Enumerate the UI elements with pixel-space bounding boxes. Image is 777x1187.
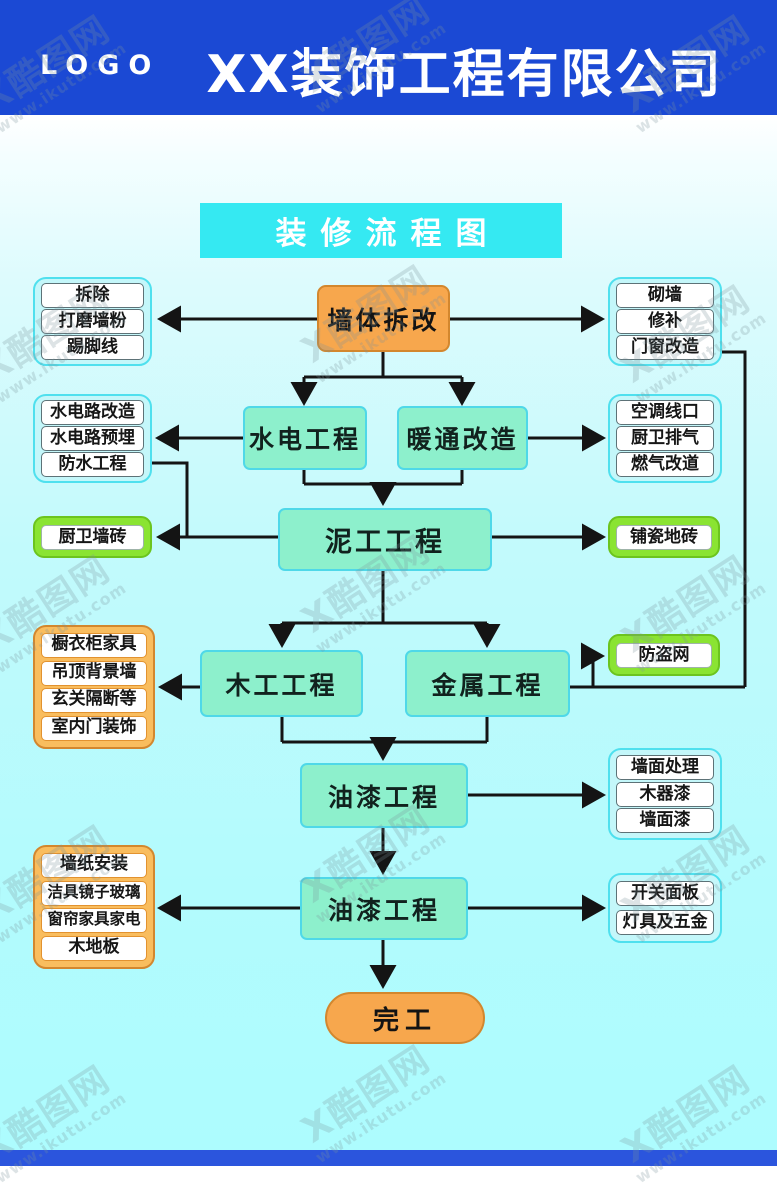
group-item: 灯具及五金	[616, 909, 714, 935]
group-item: 水电路改造	[41, 400, 144, 425]
group-install-right: 开关面板 灯具及五金	[608, 873, 722, 943]
group-item: 墙面漆	[616, 808, 714, 834]
group-plumbing-left: 水电路改造 水电路预埋 防水工程	[33, 394, 152, 483]
group-item: 洁具镜子玻璃	[41, 880, 147, 906]
node-metal: 金属工程	[405, 650, 570, 717]
node-finished: 完工	[325, 992, 485, 1044]
group-demolition-left: 拆除 打磨墙粉 踢脚线	[33, 277, 152, 366]
group-item: 燃气改道	[616, 452, 714, 477]
node-hvac: 暖通改造	[397, 406, 528, 470]
group-item: 木地板	[41, 936, 147, 962]
group-item: 墙纸安装	[41, 852, 147, 878]
company-name: XX装饰工程有限公司	[206, 45, 723, 105]
group-item: 橱衣柜家具	[41, 632, 147, 658]
group-item: 修补	[616, 309, 714, 334]
group-carpentry-left: 橱衣柜家具 吊顶背景墙 玄关隔断等 室内门装饰	[33, 625, 155, 749]
group-item: 打磨墙粉	[41, 309, 144, 334]
node-plumbing-electric: 水电工程	[243, 406, 367, 470]
group-item: 吊顶背景墙	[41, 660, 147, 686]
group-install-left: 墙纸安装 洁具镜子玻璃 窗帘家具家电 木地板	[33, 845, 155, 969]
group-item: 室内门装饰	[41, 716, 147, 742]
node-paint-1: 油漆工程	[300, 763, 468, 828]
group-item: 砌墙	[616, 283, 714, 308]
node-carpentry: 木工工程	[200, 650, 363, 717]
group-masonry-left: 厨卫墙砖	[33, 516, 152, 558]
group-security-net: 防盗网	[608, 634, 720, 676]
group-item: 玄关隔断等	[41, 688, 147, 714]
group-demolition-right: 砌墙 修补 门窗改造	[608, 277, 722, 366]
group-item: 墙面处理	[616, 754, 714, 780]
group-item: 拆除	[41, 283, 144, 308]
group-paint-right: 墙面处理 木器漆 墙面漆	[608, 748, 722, 840]
node-masonry: 泥工工程	[278, 508, 492, 571]
group-item: 铺瓷地砖	[616, 524, 712, 550]
group-item: 厨卫墙砖	[41, 524, 144, 550]
group-hvac-right: 空调线口 厨卫排气 燃气改道	[608, 394, 722, 483]
node-wall-demolition: 墙体拆改	[317, 285, 450, 352]
node-paint-2: 油漆工程	[300, 877, 468, 940]
group-masonry-right: 铺瓷地砖	[608, 516, 720, 558]
group-item: 厨卫排气	[616, 426, 714, 451]
group-item: 水电路预埋	[41, 426, 144, 451]
bottom-strip	[0, 1150, 777, 1166]
group-item: 防水工程	[41, 452, 144, 477]
company-logo: LOGO	[40, 50, 161, 81]
group-item: 开关面板	[616, 881, 714, 907]
group-item: 防盗网	[616, 642, 712, 668]
flow-title-bar: 装修流程图	[200, 203, 562, 258]
group-item: 空调线口	[616, 400, 714, 425]
group-item: 窗帘家具家电	[41, 908, 147, 934]
header-banner: LOGO XX装饰工程有限公司	[0, 0, 777, 115]
group-item: 门窗改造	[616, 335, 714, 360]
group-item: 踢脚线	[41, 335, 144, 360]
group-item: 木器漆	[616, 781, 714, 807]
